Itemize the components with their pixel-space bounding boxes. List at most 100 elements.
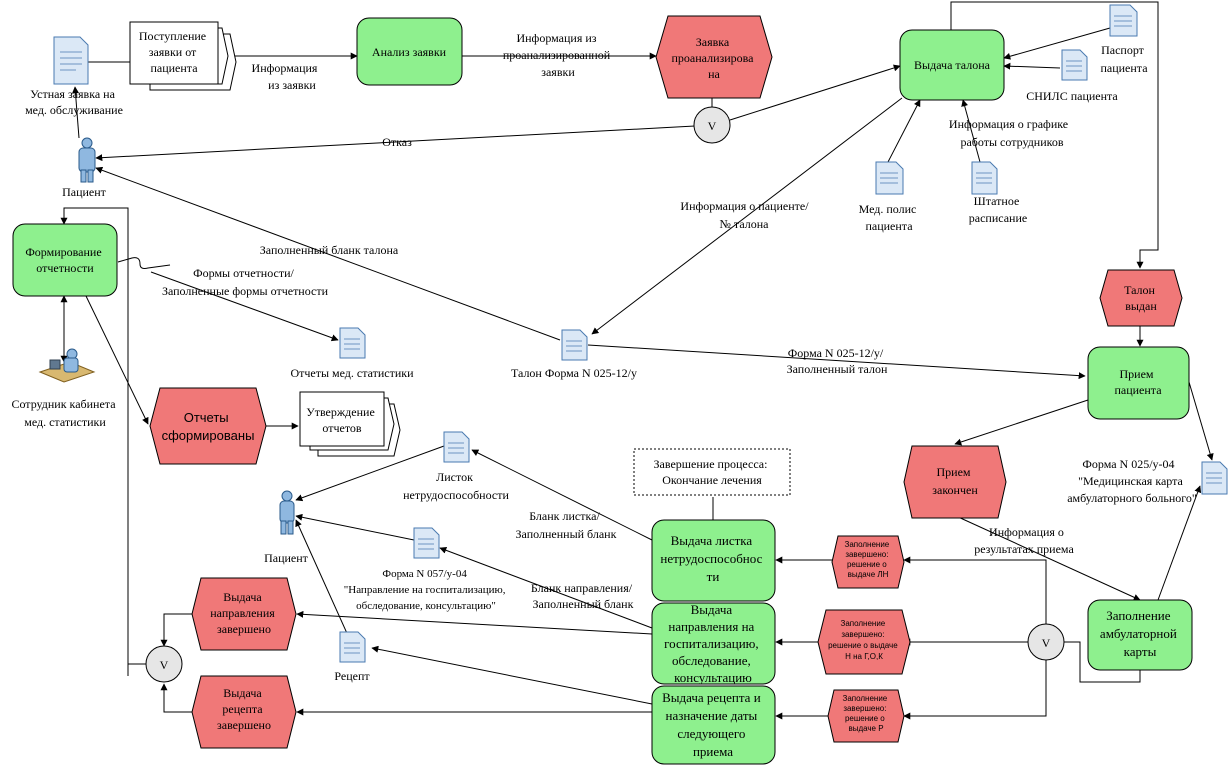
svg-text:Паспорт пациента: Паспорт пациента bbox=[1100, 43, 1148, 75]
label: Паспорт bbox=[1101, 43, 1145, 57]
svg-text:Отчеты сформированы: Отчеты сформированы bbox=[162, 410, 255, 443]
process-postuplenie: Поступление заявки от пациента bbox=[129, 21, 237, 91]
event-zap-n: Заполнение завершено: решение о выдаче Н… bbox=[817, 609, 911, 675]
label: Сотрудник кабинета bbox=[11, 397, 116, 411]
label: Прием bbox=[1119, 367, 1153, 381]
actor-pacient-top: Пациент bbox=[62, 137, 107, 199]
event-napravlenie-zaversheno: Выдача направления завершено bbox=[191, 577, 297, 651]
function-formirovanie-otchetnosti: Формирование отчетности bbox=[12, 223, 118, 297]
svg-text:Устная заявка на мед. об: Устная заявка на мед. обслуживание bbox=[25, 87, 123, 117]
label: Выдача талона bbox=[914, 58, 991, 72]
svg-text:Информация о графике раб: Информация о графике работы сотрудников bbox=[949, 117, 1071, 149]
label: Информация о bbox=[989, 525, 1064, 539]
svg-text:Прием пациента: Прием пациента bbox=[1114, 367, 1162, 397]
svg-text:Сотрудник кабинета мед.: Сотрудник кабинета мед. статистики bbox=[11, 397, 118, 429]
flow-labels: Информация из заявки Информация из проан… bbox=[162, 31, 1074, 611]
svg-text:Заполнение завершено:: Заполнение завершено: решение о выдаче Л… bbox=[845, 540, 892, 579]
svg-text:Заполнение завершено:: Заполнение завершено: решение о выдаче Р bbox=[843, 694, 890, 733]
label: проанализированной bbox=[503, 48, 611, 62]
label: Бланк направления/ bbox=[531, 581, 633, 595]
label: завершено: bbox=[845, 550, 888, 559]
label: Заполнение bbox=[1106, 608, 1171, 623]
label: проанализирова bbox=[671, 51, 754, 65]
label: направления bbox=[210, 606, 275, 620]
label: Пациент bbox=[62, 185, 107, 199]
doc-talon: Талон Форма N 025-12/у bbox=[511, 329, 637, 380]
svg-text:Заполненный бланк талона: Заполненный бланк талона bbox=[260, 243, 399, 257]
svg-text:Заявка проанализирова: Заявка проанализирова на bbox=[671, 35, 756, 81]
label: пациента bbox=[865, 219, 913, 233]
label: карты bbox=[1124, 644, 1157, 659]
svg-text:Форма N 025/у-04 "Медици: Форма N 025/у-04 "Медицинская карта амбу… bbox=[1067, 457, 1197, 505]
svg-text:Заполнение завершено:: Заполнение завершено: решение о выдаче Н… bbox=[828, 619, 900, 661]
label: на bbox=[708, 67, 720, 81]
event-recept-zaversheno: Выдача рецепта завершено bbox=[191, 675, 297, 749]
label: заявки bbox=[541, 65, 575, 79]
label: Заполненный бланк талона bbox=[260, 243, 399, 257]
label: пациента bbox=[150, 61, 198, 75]
event-zap-ln: Заполнение завершено: решение о выдаче Л… bbox=[831, 535, 905, 589]
svg-text:Информация о пациенте/ №: Информация о пациенте/ № талона bbox=[680, 199, 811, 231]
label: обследование, bbox=[672, 653, 751, 668]
label: Прием bbox=[936, 465, 970, 479]
label: отчетов bbox=[322, 421, 362, 435]
svg-text:Формы отчетности/ Заполн: Формы отчетности/ Заполненные формы отче… bbox=[162, 266, 329, 298]
svg-text:Информация о результатах: Информация о результатах приема bbox=[974, 525, 1074, 556]
doc-shtatnoe: Штатное расписание bbox=[969, 161, 1027, 225]
operator-or-left: V bbox=[145, 645, 183, 683]
operator-or-right: V bbox=[1027, 623, 1065, 661]
label: мед. обслуживание bbox=[25, 103, 123, 117]
svg-text:Формирование отчетности: Формирование отчетности bbox=[25, 245, 104, 275]
label: Анализ заявки bbox=[372, 45, 447, 59]
label: "Медицинская карта bbox=[1078, 474, 1183, 488]
label: обследование, консультацию" bbox=[356, 600, 496, 612]
svg-text:Пациент: Пациент bbox=[62, 185, 107, 199]
svg-text:Заполнение амбулаторной: Заполнение амбулаторной карты bbox=[1100, 608, 1180, 659]
label: Информация из bbox=[516, 31, 596, 45]
label: Н на Г,О,К bbox=[845, 652, 883, 661]
label: завершено: bbox=[843, 704, 886, 713]
process-utverzhdenie: Утверждение отчетов bbox=[299, 391, 401, 457]
svg-text:Форма N 025-12/у/ Заполн: Форма N 025-12/у/ Заполненный талон bbox=[787, 346, 888, 376]
label: направления на bbox=[668, 619, 754, 634]
svg-text:Прием закончен: Прием закончен bbox=[932, 465, 978, 497]
label: Заявка bbox=[696, 35, 730, 49]
label: Листок bbox=[436, 470, 473, 484]
label: решение о bbox=[847, 560, 887, 569]
event-talon-vydan: Талон выдан bbox=[1099, 269, 1183, 327]
svg-text:V: V bbox=[708, 119, 717, 133]
svg-text:Информация из заявки: Информация из заявки bbox=[252, 61, 321, 92]
label: работы сотрудников bbox=[960, 135, 1063, 149]
svg-text:Выдача направления: Выдача направления завершено bbox=[210, 590, 278, 636]
svg-text:Талон Форма N 025-12/у: Талон Форма N 025-12/у bbox=[511, 366, 637, 380]
svg-text:СНИЛС пациента: СНИЛС пациента bbox=[1026, 89, 1118, 103]
label: Заполненный бланк bbox=[533, 597, 634, 611]
label: приема bbox=[693, 744, 733, 759]
label: V bbox=[160, 658, 169, 672]
label: Выдача рецепта и bbox=[662, 690, 761, 705]
label: Заполненные формы отчетности bbox=[162, 284, 329, 298]
label: расписание bbox=[969, 211, 1027, 225]
label: Рецепт bbox=[334, 669, 370, 683]
label: Мед. полис bbox=[859, 202, 917, 216]
label: Талон Форма N 025-12/у bbox=[511, 366, 637, 380]
label: завершено bbox=[217, 718, 271, 732]
label: ти bbox=[707, 569, 720, 584]
label: нетрудоспособности bbox=[403, 488, 509, 502]
label: госпитализацию, bbox=[664, 636, 758, 651]
doc-pasport: Паспорт пациента bbox=[1100, 4, 1148, 75]
label: пациента bbox=[1100, 61, 1148, 75]
label: амбулаторного больного" bbox=[1067, 491, 1197, 505]
label: нетрудоспособнос bbox=[660, 551, 762, 566]
svg-text:Форма N 057/у-04 "Направ: Форма N 057/у-04 "Направление на госпита… bbox=[344, 568, 508, 612]
label: заявки от bbox=[149, 45, 197, 59]
label: Завершение процесса: bbox=[654, 457, 768, 471]
label: пациента bbox=[1114, 383, 1162, 397]
svg-text:Поступление заявки от: Поступление заявки от пациента bbox=[139, 29, 209, 75]
label: Формирование bbox=[25, 245, 101, 259]
label: решение о bbox=[845, 714, 885, 723]
event-otchety-sformirovany: Отчеты сформированы bbox=[149, 387, 267, 465]
label: СНИЛС пациента bbox=[1026, 89, 1118, 103]
doc-listok: Листок нетрудоспособности bbox=[403, 431, 509, 502]
